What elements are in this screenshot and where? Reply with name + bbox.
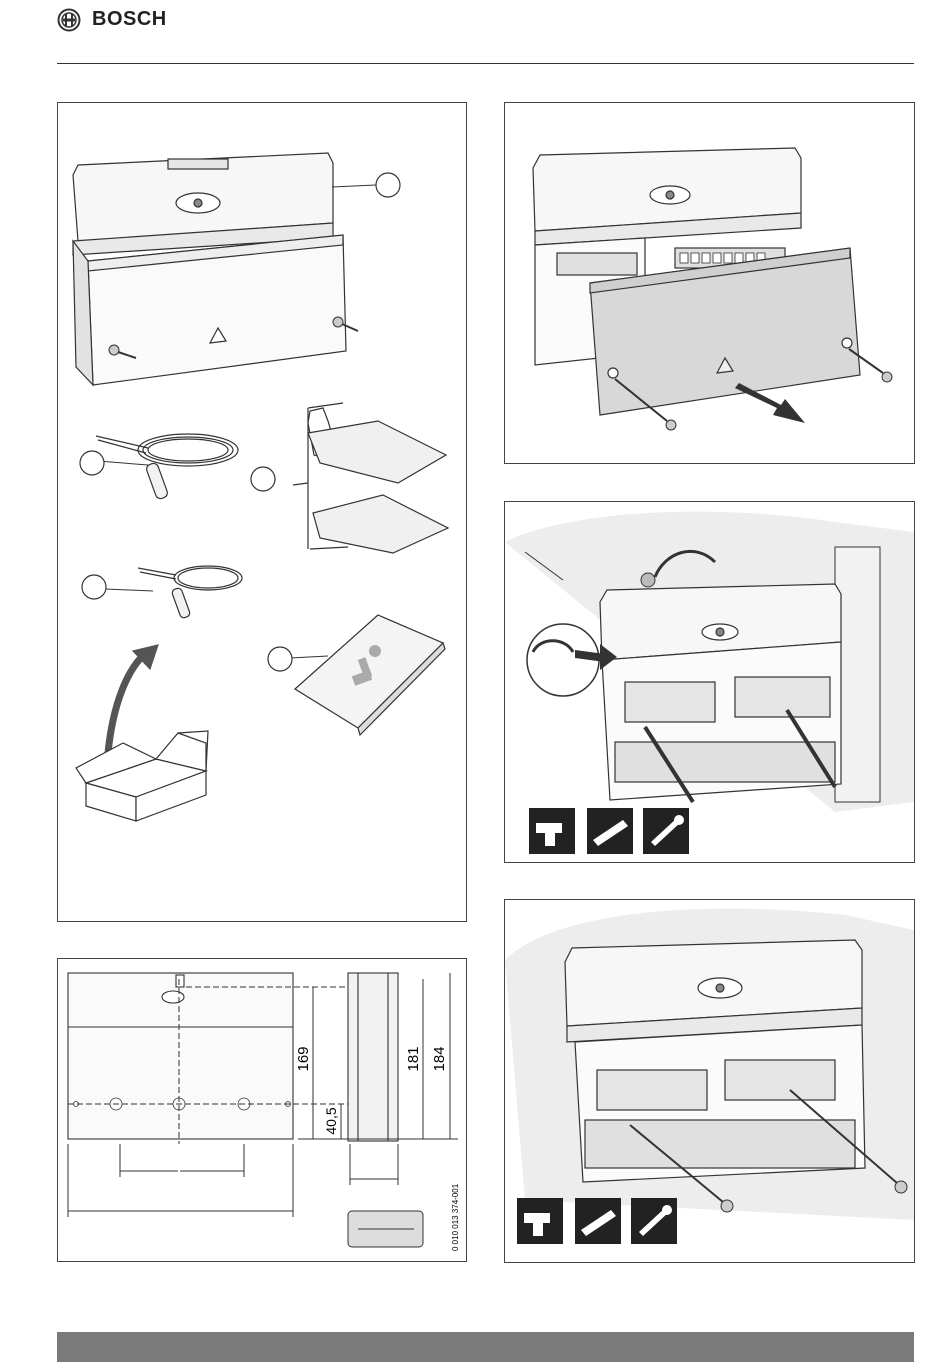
accessory-bags-illustration (293, 403, 448, 553)
tools-required-icons (517, 1198, 677, 1244)
footer-bar (57, 1332, 914, 1362)
dimension-169: 169 (295, 1046, 312, 1071)
scope-of-delivery-figure (57, 102, 467, 922)
installation-manual-illustration (295, 615, 445, 735)
dimension-184: 184 (431, 1046, 448, 1071)
temperature-sensor-illustration (96, 434, 238, 500)
dimension-181: 181 (405, 1046, 422, 1071)
tools-required-icons (529, 808, 689, 854)
bosch-logo-icon (57, 8, 81, 32)
page-header: BOSCH (0, 0, 950, 66)
brand-name: BOSCH (92, 8, 167, 31)
unpacking-box-illustration (76, 645, 208, 821)
wall-mounting-figure (504, 501, 915, 863)
figure-code: 0 010 013 374-001 (451, 1183, 460, 1251)
dimension-drawing-figure: 169 40,5 181 184 0 010 013 374-001 (57, 958, 467, 1262)
header-divider (57, 63, 914, 64)
dimension-40-5: 40,5 (323, 1107, 339, 1134)
detail-magnifier (527, 624, 599, 696)
final-mounting-figure (504, 899, 915, 1263)
callout-circle (376, 173, 400, 197)
remove-cover-figure (504, 102, 915, 464)
